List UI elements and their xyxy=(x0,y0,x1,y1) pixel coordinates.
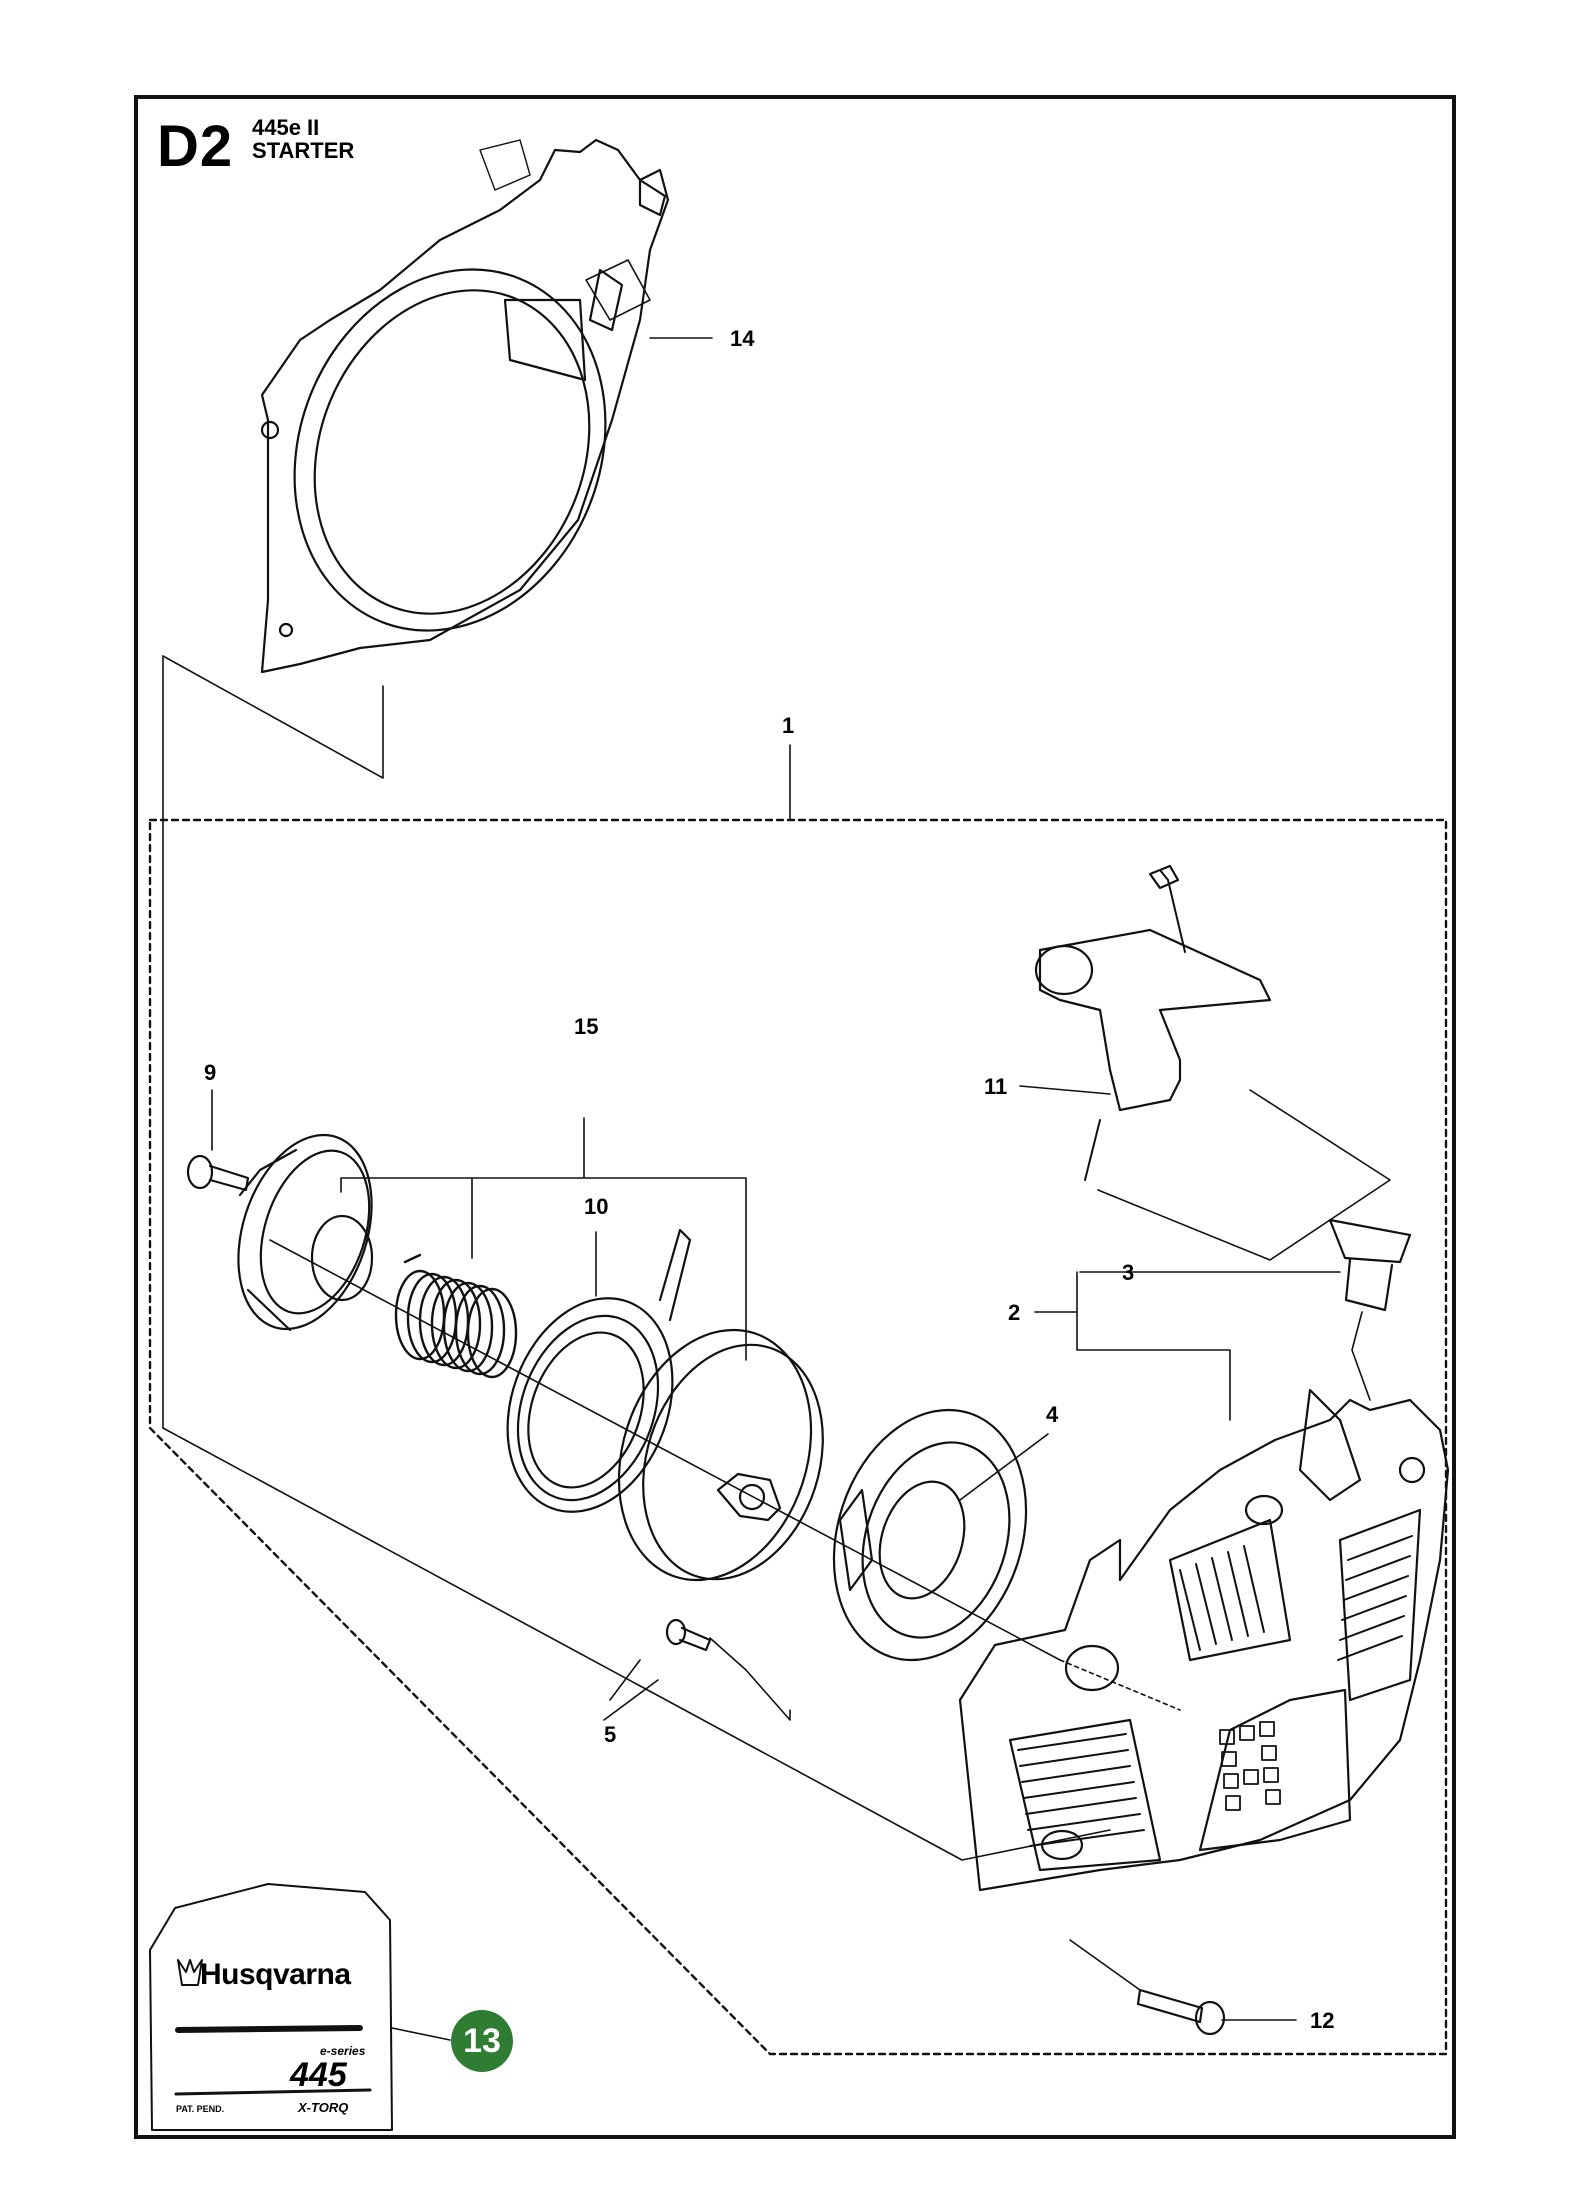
series-label: e-series xyxy=(320,2044,366,2058)
diagram-title: 445e II STARTER xyxy=(252,116,354,162)
nameplate-outline xyxy=(149,1883,393,2131)
callout-14: 14 xyxy=(730,326,755,351)
part-recoil-spring xyxy=(506,1228,692,1513)
cover-logo-emblem xyxy=(1219,1721,1281,1811)
callout-11: 11 xyxy=(984,1074,1008,1099)
brand-name: Husqvarna xyxy=(200,1958,351,1991)
callout-5: 5 xyxy=(604,1722,617,1747)
section-code: D2 xyxy=(157,114,234,179)
model-name: 445e II xyxy=(252,115,320,140)
page-frame xyxy=(134,95,1456,2139)
part-starter-cover xyxy=(958,1388,1450,1892)
callout-9: 9 xyxy=(204,1060,217,1085)
callout-15: 15 xyxy=(574,1014,599,1039)
callout-10: 10 xyxy=(584,1194,609,1219)
group-name: STARTER xyxy=(252,138,355,164)
callout-4: 4 xyxy=(1046,1402,1059,1427)
page-number-badge: 13 xyxy=(451,2010,513,2072)
part-starter-handle xyxy=(1019,864,1272,1181)
callout-3: 3 xyxy=(1122,1260,1135,1285)
husqvarna-crown-icon xyxy=(177,1959,203,1986)
callout-1: 1 xyxy=(782,713,795,738)
part-screw-12 xyxy=(1136,1988,1226,2036)
model-number: 445 xyxy=(290,2056,347,2094)
part-coil-spring xyxy=(394,1253,518,1379)
engine-label: X-TORQ xyxy=(298,2100,349,2115)
part-screw-5 xyxy=(665,1618,712,1652)
part-screw-9 xyxy=(186,1154,250,1192)
cover-grille xyxy=(1017,1535,1413,1847)
part-pulley-housing xyxy=(237,1133,374,1332)
callout-2: 2 xyxy=(1008,1300,1021,1325)
callout-12: 12 xyxy=(1310,2008,1335,2033)
part-fan-housing xyxy=(260,138,670,674)
part-rope-guide xyxy=(1328,1218,1412,1312)
patent-text: PAT. PEND. xyxy=(176,2104,225,2114)
part-pulley-disc xyxy=(617,1328,824,1582)
